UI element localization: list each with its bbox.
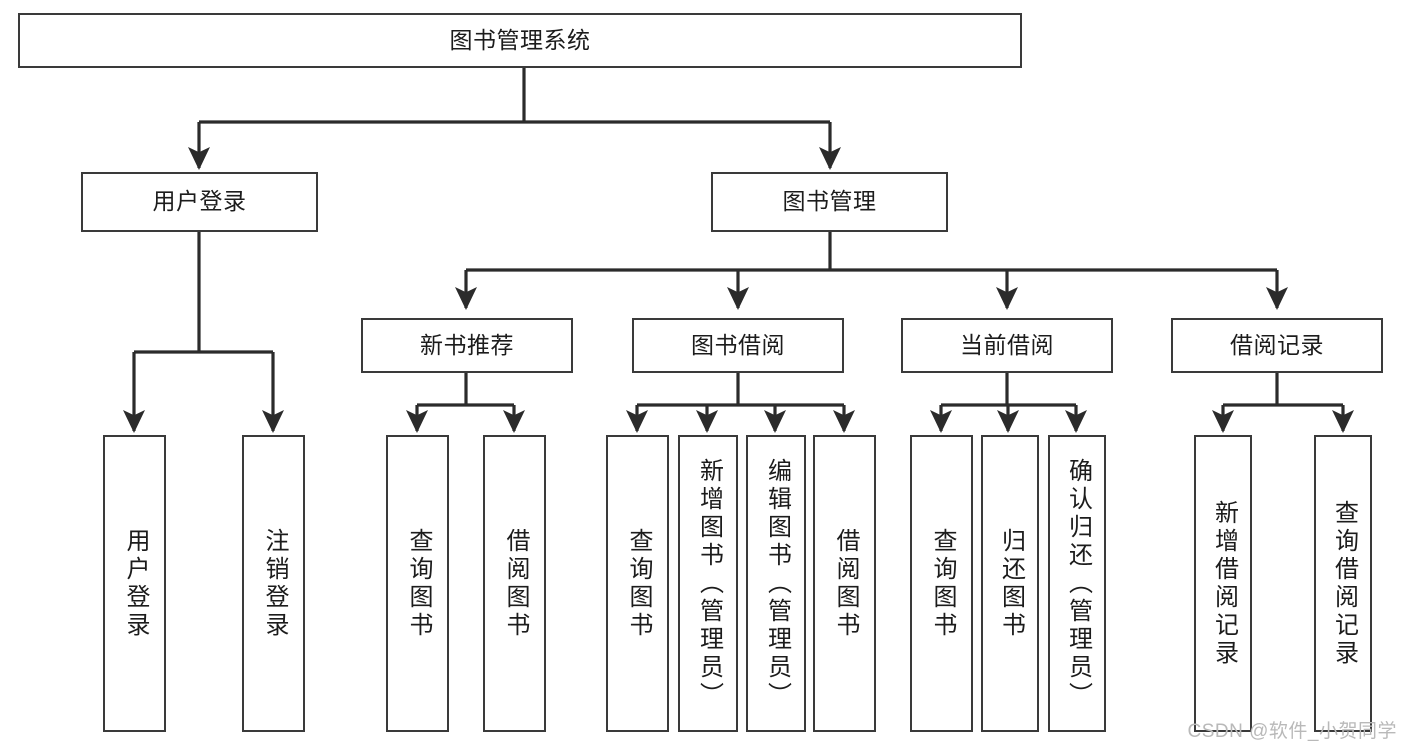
node-label: 新增借阅记录 — [1210, 499, 1238, 668]
node-current-borrow[interactable]: 当前借阅 — [901, 318, 1113, 373]
csdn-watermark: CSDN @软件_小贺同学 — [1187, 721, 1397, 742]
node-label: 归还图书 — [997, 527, 1025, 640]
node-label: 查询借阅记录 — [1330, 499, 1358, 668]
node-new-book-recommend[interactable]: 新书推荐 — [361, 318, 573, 373]
node-leaf-logout-login[interactable]: 注销登录 — [242, 435, 305, 732]
node-leaf-user-login[interactable]: 用户登录 — [103, 435, 166, 732]
node-label: 图书借阅 — [691, 331, 785, 358]
node-leaf-return-book[interactable]: 归还图书 — [981, 435, 1039, 732]
node-label: 借阅记录 — [1230, 331, 1324, 358]
node-leaf-add-book-admin[interactable]: 新增图书（管理员） — [678, 435, 738, 732]
node-leaf-borrow-book-2[interactable]: 借阅图书 — [813, 435, 876, 732]
node-user-login[interactable]: 用户登录 — [81, 172, 318, 232]
node-label: 当前借阅 — [960, 331, 1054, 358]
node-label: 新书推荐 — [420, 331, 514, 358]
node-label: 查询图书 — [404, 527, 432, 640]
node-label: 用户登录 — [152, 188, 247, 215]
node-label: 查询图书 — [624, 527, 652, 640]
node-label: 借阅图书 — [831, 527, 859, 640]
node-leaf-query-borrow-record[interactable]: 查询借阅记录 — [1314, 435, 1372, 732]
node-label: 编辑图书（管理员） — [763, 457, 791, 710]
node-book-borrow[interactable]: 图书借阅 — [632, 318, 844, 373]
node-label: 新增图书（管理员） — [695, 457, 723, 710]
node-leaf-add-borrow-record[interactable]: 新增借阅记录 — [1194, 435, 1252, 732]
node-leaf-borrow-book-1[interactable]: 借阅图书 — [483, 435, 546, 732]
node-label: 图书管理 — [782, 188, 877, 215]
node-leaf-query-book-1[interactable]: 查询图书 — [386, 435, 449, 732]
node-label: 图书管理系统 — [449, 26, 591, 53]
node-label: 注销登录 — [260, 527, 288, 640]
node-label: 借阅图书 — [501, 527, 529, 640]
node-leaf-confirm-return-admin[interactable]: 确认归还（管理员） — [1048, 435, 1106, 732]
node-book-manage[interactable]: 图书管理 — [711, 172, 948, 232]
node-label: 确认归还（管理员） — [1064, 457, 1092, 710]
node-root-book-management-system[interactable]: 图书管理系统 — [18, 13, 1022, 68]
node-leaf-query-book-3[interactable]: 查询图书 — [910, 435, 973, 732]
node-label: 查询图书 — [928, 527, 956, 640]
node-leaf-edit-book-admin[interactable]: 编辑图书（管理员） — [746, 435, 806, 732]
node-leaf-query-book-2[interactable]: 查询图书 — [606, 435, 669, 732]
node-label: 用户登录 — [121, 527, 149, 640]
node-borrow-record[interactable]: 借阅记录 — [1171, 318, 1383, 373]
